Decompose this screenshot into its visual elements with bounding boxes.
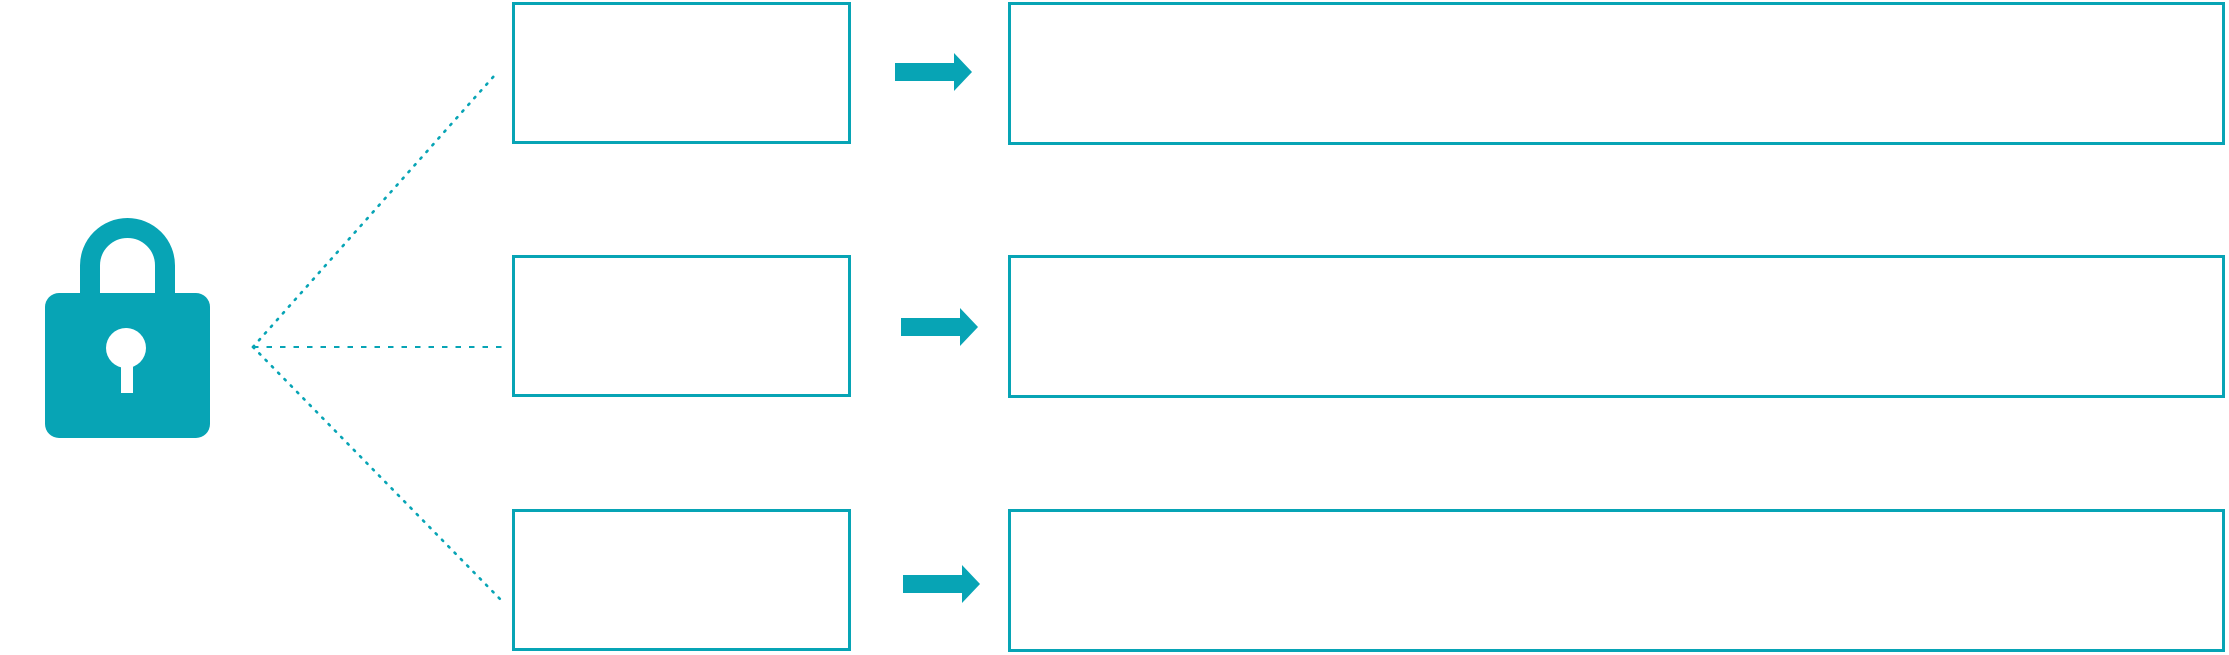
description-box-3	[1008, 509, 2225, 652]
lock-icon	[45, 218, 210, 438]
arrow-right-icon	[903, 565, 980, 603]
description-box-1	[1008, 2, 2225, 145]
term-box-1	[512, 2, 851, 144]
arrow-right-icon	[895, 53, 972, 91]
lock-keyhole-circle	[106, 328, 146, 368]
dotted-connector-bottom	[251, 345, 503, 602]
term-box-2	[512, 255, 851, 397]
dotted-connector-top	[251, 74, 496, 349]
description-box-2	[1008, 255, 2225, 398]
lock-shackle	[80, 218, 175, 301]
lock-keyhole-stem	[121, 356, 133, 393]
arrow-right-icon	[901, 308, 978, 346]
term-box-3	[512, 509, 851, 651]
